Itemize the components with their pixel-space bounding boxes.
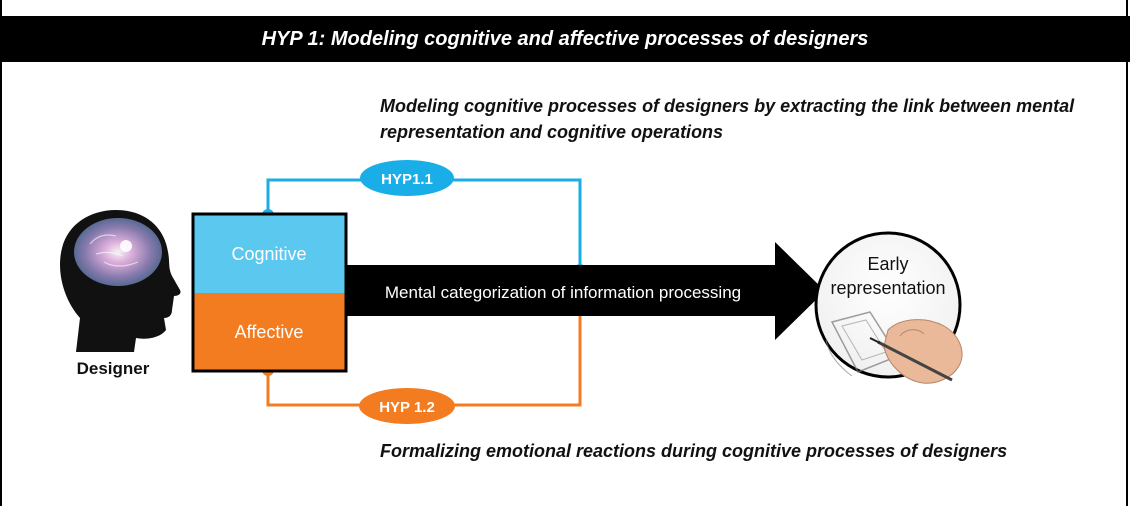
cognitive-block bbox=[193, 214, 346, 293]
hyp1-1-label: HYP1.1 bbox=[381, 171, 433, 188]
hyp1-1-badge: HYP1.1 bbox=[360, 160, 454, 196]
hand-drawing-icon bbox=[869, 319, 963, 384]
diagram-title: HYP 1: Modeling cognitive and affective … bbox=[0, 16, 1130, 62]
processing-arrow-label: Mental categorization of information pro… bbox=[385, 283, 741, 302]
cognitive-affective-box: Cognitive Affective bbox=[191, 212, 348, 373]
early-representation-circle: Early representation bbox=[814, 231, 963, 384]
processing-arrow: Mental categorization of information pro… bbox=[345, 242, 825, 340]
hyp1-1-description: Modeling cognitive processes of designer… bbox=[380, 96, 1075, 142]
early-representation-line1: Early bbox=[867, 254, 908, 274]
pen-icon bbox=[877, 340, 953, 382]
affective-label: Affective bbox=[235, 322, 304, 342]
hyp1-2-label: HYP 1.2 bbox=[379, 399, 435, 416]
hyp1-2-badge: HYP 1.2 bbox=[359, 388, 455, 424]
designer-head-icon bbox=[60, 210, 181, 352]
brain-icon bbox=[74, 218, 162, 286]
cognitive-label: Cognitive bbox=[231, 244, 306, 264]
affective-block bbox=[193, 293, 346, 371]
designer-label: Designer bbox=[77, 359, 150, 378]
early-representation-line2: representation bbox=[830, 278, 945, 298]
hyp1-2-description: Formalizing emotional reactions during c… bbox=[380, 441, 1008, 461]
